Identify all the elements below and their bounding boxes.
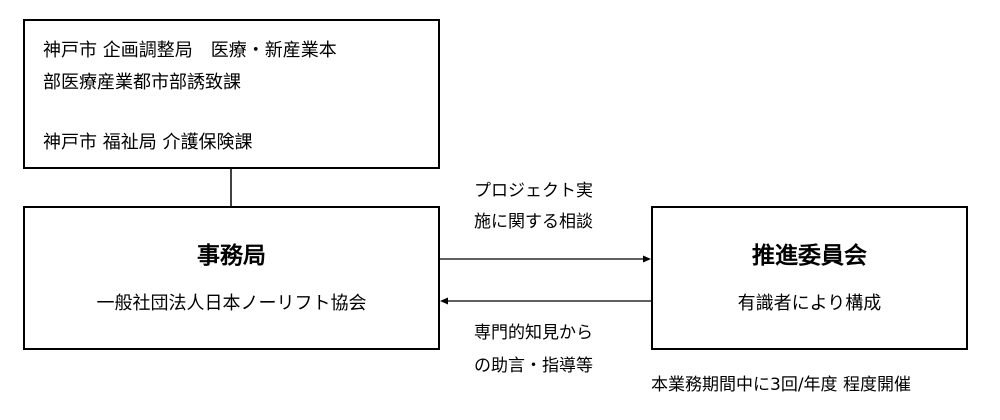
advice-label-line-1: 専門的知見から	[474, 323, 593, 343]
secretariat-title: 事務局	[197, 243, 266, 269]
advice-arrowhead	[440, 297, 448, 305]
committee-subtitle: 有識者により構成	[737, 293, 882, 314]
committee-frequency-note: 本業務期間中に3回/年度 程度開催	[651, 375, 911, 395]
city-department-line-2: 部医療産業都市部誘致課	[43, 72, 241, 93]
committee-box: 推進委員会 有識者により構成	[651, 206, 968, 350]
consult-arrowhead	[643, 255, 651, 263]
secretariat-subtitle: 一般社団法人日本ノーリフト協会	[96, 293, 367, 314]
kobe-city-departments-box: 神戸市 企画調整局 医療・新産業本 部医療産業都市部誘致課 神戸市 福祉局 介護…	[23, 19, 440, 169]
committee-title: 推進委員会	[752, 243, 867, 269]
consult-label-line-2: 施に関する相談	[474, 212, 593, 232]
secretariat-box: 事務局 一般社団法人日本ノーリフト協会	[23, 206, 440, 350]
advice-label-line-2: の助言・指導等	[474, 356, 593, 376]
city-department-line-3: 神戸市 福祉局 介護保険課	[43, 132, 253, 153]
consult-label-line-1: プロジェクト実	[474, 181, 593, 201]
city-department-line-1: 神戸市 企画調整局 医療・新産業本	[43, 40, 337, 61]
